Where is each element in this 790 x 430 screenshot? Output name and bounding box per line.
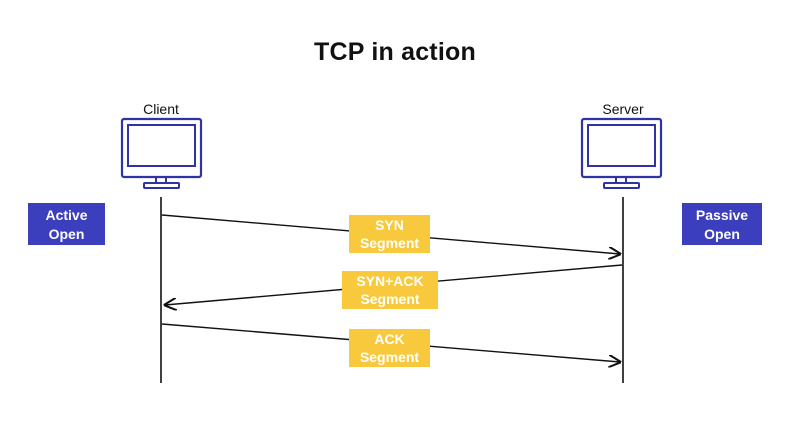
syn-segment-line1: SYN	[375, 217, 404, 233]
ack-segment-line1: ACK	[374, 331, 405, 347]
client-label: Client	[143, 101, 179, 117]
syn-ack-segment-line1: SYN+ACK	[356, 273, 424, 289]
active-open-line2: Open	[48, 226, 85, 242]
passive-open-line2: Open	[704, 226, 740, 242]
active-open-line1: Active	[45, 207, 88, 223]
active-open-badge: Active Open	[28, 203, 105, 245]
client-monitor-icon	[120, 117, 203, 189]
ack-segment-line2: Segment	[359, 349, 420, 365]
syn-ack-segment-label: SYN+ACK Segment	[342, 271, 438, 309]
ack-segment-label: ACK Segment	[349, 329, 430, 367]
server-label: Server	[602, 101, 644, 117]
syn-segment-line2: Segment	[359, 235, 420, 251]
server-monitor-icon	[580, 117, 663, 189]
passive-open-badge: Passive Open	[682, 203, 762, 245]
passive-open-line1: Passive	[695, 207, 749, 223]
syn-ack-segment-line2: Segment	[360, 291, 420, 307]
syn-segment-label: SYN Segment	[349, 215, 430, 253]
diagram-title: TCP in action	[314, 38, 476, 66]
